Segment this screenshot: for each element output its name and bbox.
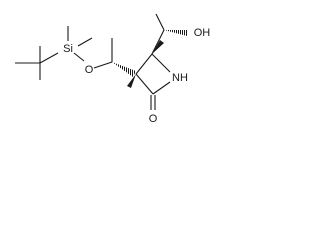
bond-si-methyl-right	[77, 37, 93, 47]
bond-c4-n	[151, 53, 171, 73]
bond-oxygen-ch	[93, 61, 113, 69]
bond-si-oxygen	[73, 52, 85, 62]
bond-n-c2	[152, 81, 171, 95]
atom-silicon: Si	[63, 43, 73, 55]
hashed-bond-choh-oxygen	[164, 30, 188, 36]
atom-carbonyl-oxygen: O	[149, 113, 158, 125]
atom-ring-nitrogen: NH	[172, 72, 188, 84]
beta-lactam-ring	[135, 53, 171, 95]
structure-diagram: Si O NH O OH	[15, 13, 211, 125]
wedge-h-c3	[127, 74, 136, 88]
bond-c3-c4	[135, 53, 153, 75]
bond-choh-methyl	[155, 13, 165, 31]
hashed-bond-ch-ring	[112, 62, 136, 77]
bond-tbu-si	[39, 52, 59, 64]
bond-c2-c3	[135, 73, 154, 95]
wedge-h-c4	[152, 40, 164, 54]
bond-c4-choh	[151, 29, 165, 55]
atom-hydroxyl: OH	[194, 27, 211, 39]
atom-ether-oxygen: O	[85, 64, 94, 76]
tert-butyl-group	[15, 46, 59, 80]
silicon-substituents	[67, 26, 93, 62]
